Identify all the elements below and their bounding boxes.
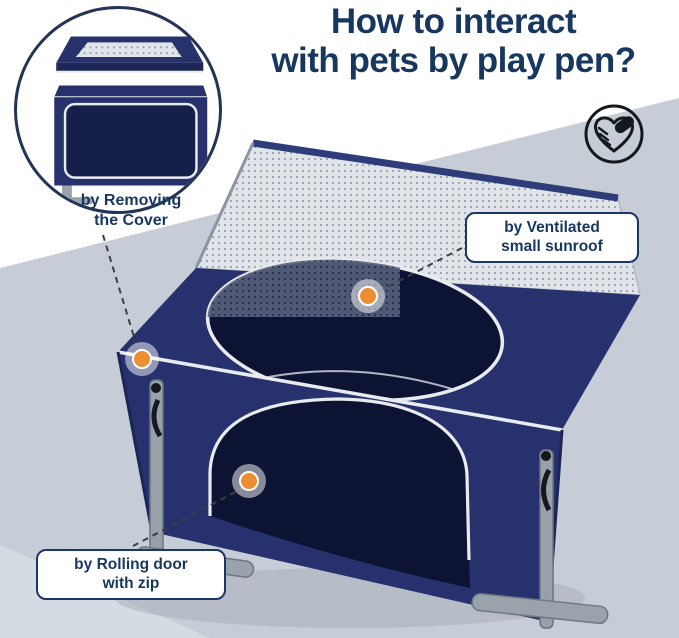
page-title-line2: with pets by play pen? — [271, 41, 636, 81]
cover-inset-circle — [14, 6, 222, 214]
mini-cover-lid — [56, 36, 204, 73]
callout-door-label: by Rolling door with zip — [36, 549, 226, 600]
callout-sunroof-line1: by Ventilated — [504, 219, 600, 236]
door-zip-piping — [208, 397, 471, 561]
door-opening — [210, 399, 470, 588]
mini-pen-body — [52, 85, 214, 205]
callout-cover-line1: by Removing — [80, 192, 182, 209]
callout-cover-line2: the Cover — [94, 212, 168, 229]
callout-sunroof-line2: small sunroof — [501, 238, 603, 256]
front-panel — [116, 350, 564, 623]
connector-sunroof — [377, 247, 463, 293]
feature-dot-door — [232, 464, 266, 498]
page-title: How to interact with pets by play pen? — [228, 2, 679, 80]
callout-sunroof-label: by Ventilated small sunroof — [465, 212, 639, 263]
feature-dot-sunroof — [351, 279, 385, 313]
strap-left — [151, 398, 163, 438]
connector-door — [132, 487, 244, 547]
callout-door-line1: by Rolling door — [74, 556, 188, 573]
callout-cover-label: by Removing the Cover — [52, 191, 210, 231]
feature-dot-cover — [125, 342, 159, 376]
hand-heart-icon — [584, 104, 644, 164]
feature-dots — [125, 279, 385, 498]
page-title-line1: How to interact — [330, 2, 577, 41]
connector-cover — [102, 234, 139, 351]
callout-connectors — [102, 234, 463, 547]
strap-right — [541, 468, 552, 512]
mini-playpen-with-cover — [52, 36, 214, 205]
callout-door-line2: with zip — [102, 575, 160, 593]
